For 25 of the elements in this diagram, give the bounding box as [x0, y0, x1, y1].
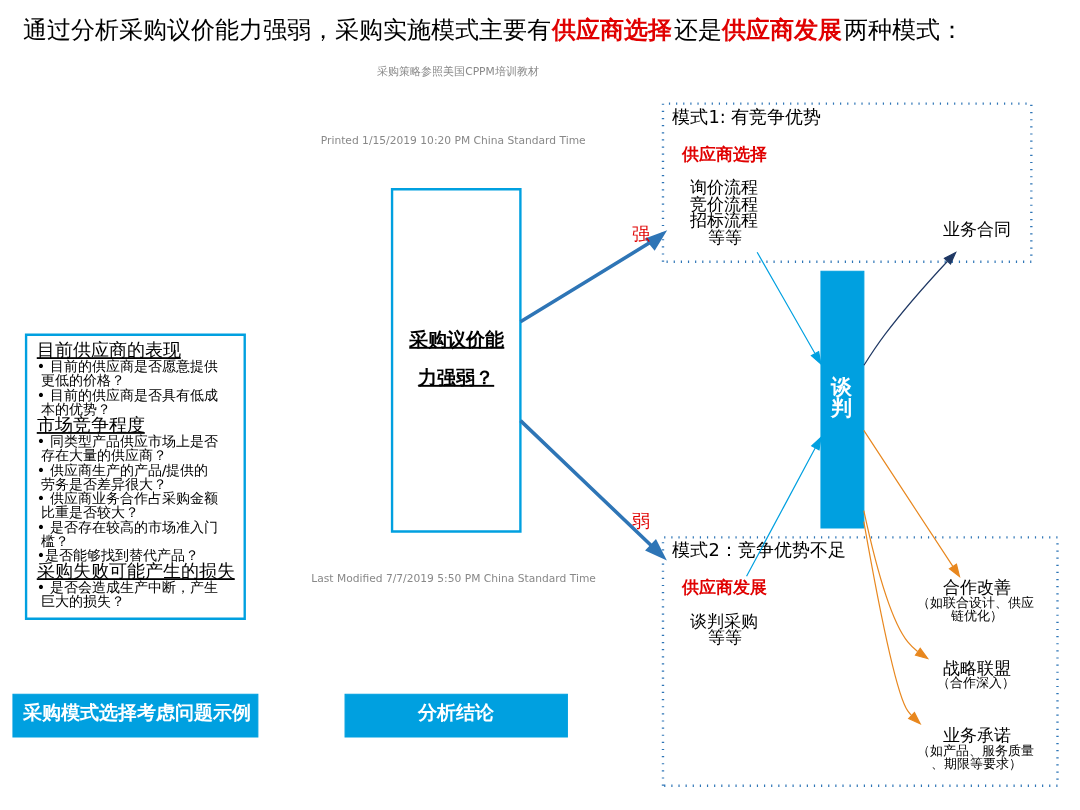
- node-text: 业务承诺 （如产品、服务质量、期限等要求）: [917, 725, 1035, 771]
- node-text: 供应商选择 询价流程 竞价流程 招标流程 等等: [682, 144, 767, 247]
- label: Printed 1/15/2019 10:20 PM China Standard Time: [320, 133, 586, 147]
- node-box: 谈判: [820, 270, 865, 528]
- arrow: [863, 429, 961, 578]
- edge-label: 弱: [632, 509, 651, 531]
- arrow: [519, 229, 668, 323]
- node-text: 供应商发展 谈判采购 等等: [682, 577, 767, 647]
- arrow: [756, 251, 822, 366]
- node-text: 合作改善 （如联合设计、供应链优化）: [917, 577, 1035, 623]
- node-text: 业务合同: [943, 219, 1012, 239]
- label: 采购策略参照美国CPPM培训教材: [377, 64, 539, 78]
- label: Last Modified 7/7/2019 5:50 PM China Standard Time: [311, 571, 596, 585]
- edge-label: 强: [632, 222, 651, 244]
- node-box: 采购模式选择考虑问题示例: [12, 693, 259, 738]
- node-box: 采购议价能力强弱？: [390, 187, 522, 533]
- arrow: [863, 250, 957, 366]
- node-box: 目前供应商的表现 • 目前的供应商是否愿意提供更低的价格？ • 目前的供应商是否具有低成本的优势？ 市场竞争程度 • 同类型产品供应市场上是否存在大量的供应商？ • 供应商生产的产品/提供的劳务是否差异很大？ • 供应商业务合作占采购金额比重是否较大？ • 是否存在较高的市场准入门槛？ •是否能够找到替代产品？ 采购失败可能产生的损失 • 是否会造成生产中断，产生巨大的损失？: [24, 333, 246, 620]
- arrow: [519, 418, 667, 560]
- node-box: 分析结论: [344, 693, 568, 738]
- diagram-title: 通过分析采购议价能力强弱，采购实施模式主要有供应商选择还是供应商发展两种模式：: [22, 15, 964, 44]
- node-text: 战略联盟 （合作深入）: [937, 658, 1016, 690]
- arrow: [745, 435, 822, 577]
- arrow: [863, 520, 922, 725]
- arrow: [863, 509, 930, 660]
